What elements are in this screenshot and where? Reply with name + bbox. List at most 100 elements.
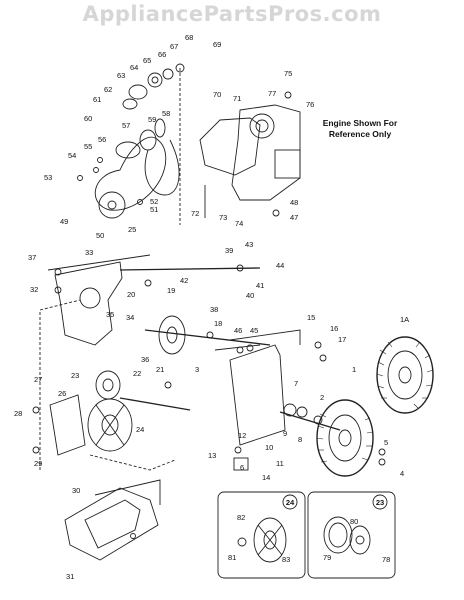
callout-label: 56: [98, 135, 106, 144]
inset-badge-label: 23: [376, 498, 384, 507]
callout-label: 82: [237, 513, 245, 522]
callout-label: 15: [307, 313, 315, 322]
callout-label: 54: [68, 151, 76, 160]
callout-label: 5: [384, 438, 388, 447]
callout-label: 17: [338, 335, 346, 344]
callout-label: 77: [268, 89, 276, 98]
callout-label: 74: [235, 219, 243, 228]
callout-label: 81: [228, 553, 236, 562]
inset-badge-label: 24: [286, 498, 295, 507]
callout-label: 14: [262, 473, 270, 482]
callout-label: 32: [30, 285, 38, 294]
inset-box-24: [217, 491, 306, 579]
callout-label: 41: [256, 281, 264, 290]
callout-label: 48: [290, 198, 298, 207]
frame-left-housing: [47, 254, 151, 346]
callout-label: 78: [382, 555, 390, 564]
callout-label: 18: [214, 319, 222, 328]
inset-badge-23: [372, 494, 388, 510]
callout-label: 80: [350, 517, 358, 526]
watermark: AppliancePartsPros.com: [82, 2, 382, 26]
inset-box-23: [307, 491, 396, 579]
cable-bracket: [233, 457, 249, 471]
callout-label: 31: [66, 572, 74, 581]
callout-label: 34: [126, 313, 134, 322]
auger-belt: [144, 139, 180, 196]
callout-label: 21: [156, 365, 164, 374]
callout-label: 30: [72, 486, 80, 495]
callout-label: 44: [276, 261, 284, 270]
gear-housing: [49, 394, 86, 456]
callout-label: 71: [233, 94, 241, 103]
callout-label: 46: [234, 326, 242, 335]
callout-label: 70: [213, 90, 221, 99]
idler-pulley: [98, 191, 126, 219]
callout-label: 16: [330, 324, 338, 333]
callout-label: 60: [84, 114, 92, 123]
callout-label: 38: [210, 305, 218, 314]
callout-label: 13: [208, 451, 216, 460]
drive-plate-assembly: [95, 370, 121, 400]
callout-label: 22: [133, 369, 141, 378]
callout-label: 79: [323, 553, 331, 562]
friction-disc: [87, 398, 133, 452]
callout-label: 2: [320, 393, 324, 402]
callout-label: 47: [290, 213, 298, 222]
callout-label: 24: [136, 425, 144, 434]
callout-label: 23: [71, 371, 79, 380]
callout-label: 36: [141, 355, 149, 364]
callout-label: 42: [180, 276, 188, 285]
callout-label: 49: [60, 217, 68, 226]
callout-label: 11: [276, 459, 284, 468]
tire-1a: [376, 336, 434, 414]
callout-label: 7: [294, 379, 298, 388]
callout-label: 12: [238, 431, 246, 440]
callout-label: 83: [282, 555, 290, 564]
callout-label: 3: [195, 365, 199, 374]
callout-label: 20: [127, 290, 135, 299]
callout-label: 76: [306, 100, 314, 109]
drive-belt: [94, 136, 167, 211]
callout-label: 68: [185, 33, 193, 42]
callout-label: 61: [93, 95, 101, 104]
callout-label: 59: [148, 115, 156, 124]
callout-label: 4: [400, 469, 404, 478]
callout-label: 27: [34, 375, 42, 384]
callout-label: 52: [150, 197, 158, 206]
callout-label: 53: [44, 173, 52, 182]
callout-label: 19: [167, 286, 175, 295]
frame-right-plate: [214, 329, 301, 446]
callout-label: 25: [128, 225, 136, 234]
callout-label: 26: [58, 389, 66, 398]
callout-label: 58: [162, 109, 170, 118]
callout-label: 35: [106, 310, 114, 319]
friction-wheel: [158, 315, 186, 355]
callout-label: 64: [130, 63, 138, 72]
callout-label: 55: [84, 142, 92, 151]
inset-badge-24: [282, 494, 298, 510]
callout-label: 50: [96, 231, 104, 240]
callout-label: 73: [219, 213, 227, 222]
callout-label: 1A: [400, 315, 409, 324]
hardware-fasteners: [32, 91, 386, 539]
callout-label: 57: [122, 121, 130, 130]
callout-label: 51: [150, 205, 158, 214]
callout-label: 65: [143, 56, 151, 65]
callout-label: 45: [250, 326, 258, 335]
callout-label: 67: [170, 42, 178, 51]
inset-23-plate: [323, 516, 371, 555]
bottom-cover: [64, 479, 161, 561]
callout-label: 6: [240, 463, 244, 472]
tire-1: [316, 399, 374, 477]
callout-label: 72: [191, 209, 199, 218]
callout-label: 69: [213, 40, 221, 49]
callout-label: 66: [158, 50, 166, 59]
callout-label: 63: [117, 71, 125, 80]
engine-outline: [199, 104, 301, 201]
callout-label: 39: [225, 246, 233, 255]
callout-label: 1: [352, 365, 356, 374]
callout-label: 8: [298, 435, 302, 444]
callout-label: 62: [104, 85, 112, 94]
